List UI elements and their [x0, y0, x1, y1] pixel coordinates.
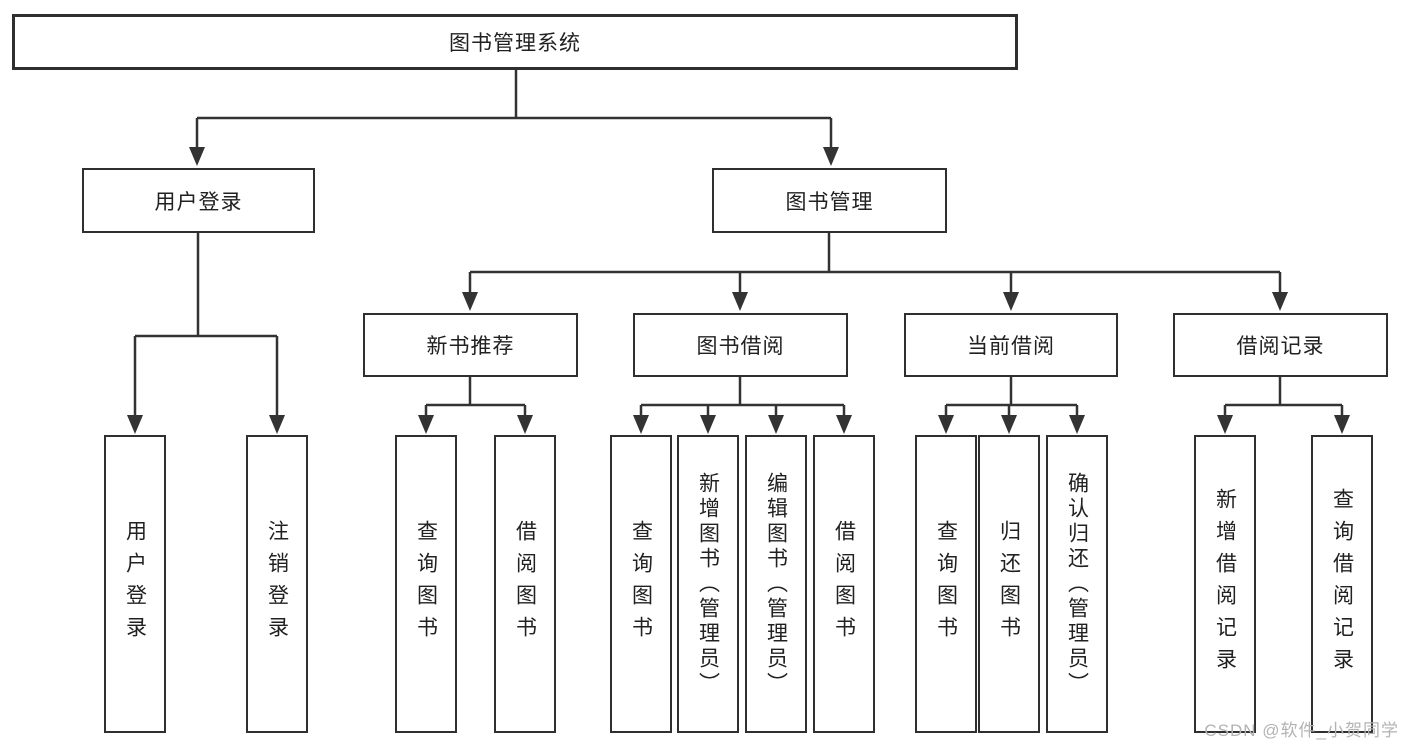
node-label: 查询图书 — [414, 520, 438, 648]
node-label: 当前借阅 — [967, 335, 1055, 358]
watermark-text: CSDN @软件_小贺同学 — [1204, 721, 1399, 740]
node-label: 借阅图书 — [832, 520, 856, 648]
node-book-borrowing: 图书借阅 — [633, 313, 848, 377]
node-label: 图书管理 — [785, 190, 874, 214]
node-label: 图书管理系统 — [449, 32, 581, 55]
node-label: 查询图书 — [629, 520, 653, 648]
leaf-query-borrow-record: 查询借阅记录 — [1311, 435, 1373, 733]
node-label: 注销登录 — [265, 520, 289, 648]
node-new-book-recommend: 新书推荐 — [363, 313, 578, 377]
node-label: 编辑图书（管理员） — [764, 471, 788, 697]
node-current-borrowing: 当前借阅 — [904, 313, 1118, 377]
leaf-edit-books-admin: 编辑图书（管理员） — [745, 435, 807, 733]
node-label: 用户登录 — [154, 190, 243, 214]
arrowhead-icon — [700, 415, 716, 434]
arrowhead-icon — [269, 415, 285, 434]
node-label: 借阅记录 — [1236, 335, 1325, 358]
leaf-query-books-borrowing: 查询图书 — [610, 435, 672, 733]
node-label: 用户登录 — [123, 520, 147, 648]
node-label: 确认归还（管理员） — [1065, 471, 1089, 697]
leaf-add-books-admin: 新增图书（管理员） — [677, 435, 739, 733]
leaf-add-borrow-record: 新增借阅记录 — [1194, 435, 1256, 733]
arrowhead-icon — [418, 415, 434, 434]
leaf-logout: 注销登录 — [246, 435, 308, 733]
leaf-query-books-recommend: 查询图书 — [395, 435, 457, 733]
connector-line — [133, 70, 1344, 422]
node-label: 借阅图书 — [513, 520, 537, 648]
leaf-borrow-books: 借阅图书 — [813, 435, 875, 733]
node-label: 归还图书 — [997, 520, 1021, 648]
arrowhead-icon — [1001, 415, 1017, 434]
arrowhead-icon — [1217, 415, 1233, 434]
node-label: 新增借阅记录 — [1213, 488, 1237, 680]
arrowhead-icon — [938, 415, 954, 434]
arrowhead-icon — [732, 292, 748, 311]
leaf-user-login: 用户登录 — [104, 435, 166, 733]
arrowhead-icon — [517, 415, 533, 434]
arrowhead-icons — [127, 147, 1350, 434]
node-label: 新增图书（管理员） — [696, 471, 720, 697]
arrowhead-icon — [127, 415, 143, 434]
node-user-login: 用户登录 — [82, 168, 315, 233]
arrowhead-icon — [189, 147, 205, 166]
arrowhead-icon — [462, 292, 478, 311]
node-label: 查询借阅记录 — [1330, 488, 1354, 680]
leaf-borrow-books-recommend: 借阅图书 — [494, 435, 556, 733]
leaf-query-books-current: 查询图书 — [915, 435, 977, 733]
arrowhead-icon — [1334, 415, 1350, 434]
node-label: 新书推荐 — [426, 335, 515, 358]
arrowhead-icon — [768, 415, 784, 434]
node-library-management-system: 图书管理系统 — [12, 14, 1018, 70]
node-borrow-records: 借阅记录 — [1173, 313, 1388, 377]
arrowhead-icon — [1272, 292, 1288, 311]
node-label: 查询图书 — [934, 520, 958, 648]
leaf-return-books: 归还图书 — [978, 435, 1040, 733]
arrowhead-icon — [1003, 292, 1019, 311]
leaf-confirm-return-admin: 确认归还（管理员） — [1046, 435, 1108, 733]
arrowhead-icon — [633, 415, 649, 434]
arrowhead-icon — [823, 147, 839, 166]
arrowhead-icon — [1069, 415, 1085, 434]
node-label: 图书借阅 — [696, 335, 785, 358]
arrowhead-icon — [836, 415, 852, 434]
node-book-management: 图书管理 — [712, 168, 947, 233]
